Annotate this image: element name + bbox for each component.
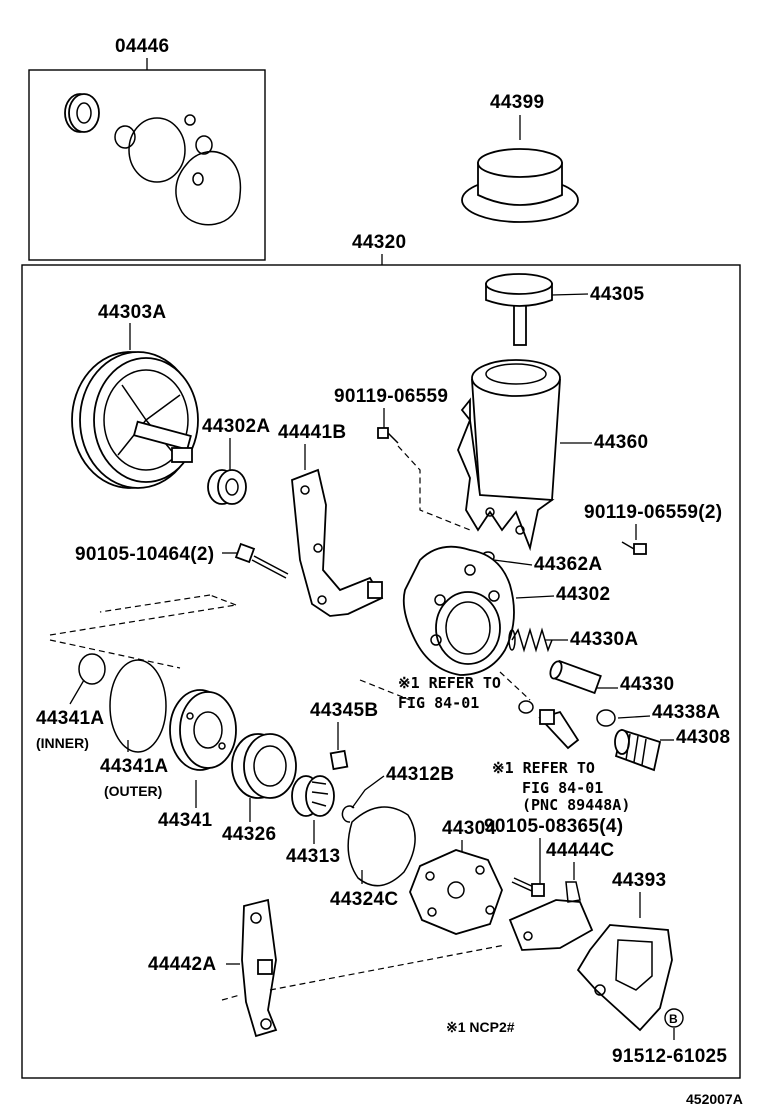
stay-icon (576, 924, 673, 1032)
plate-341-icon (169, 689, 237, 771)
label-bolt-right: 90119-06559(2) (584, 502, 722, 523)
label-gasket: 44324C (330, 889, 398, 910)
svg-text:(PNC 89448A): (PNC 89448A) (522, 796, 630, 814)
clip-icon (508, 881, 594, 951)
reservoir-cap-icon (485, 273, 553, 346)
rotor-icon (291, 775, 335, 817)
label-spring: 44330A (570, 629, 638, 650)
svg-text:※1 REFER TO: ※1 REFER TO (492, 759, 595, 777)
refer-note-1: ※1 REFER TO FIG 84-01 (398, 674, 501, 712)
diagram-code: 452007A (686, 1091, 743, 1107)
pin-icon (329, 749, 349, 771)
oring-338-icon (596, 709, 616, 727)
label-oring-inner-sub: (INNER) (36, 735, 89, 751)
label-oring-outer-sub: (OUTER) (104, 783, 162, 799)
label-pump-assy: 44320 (352, 232, 406, 253)
label-bracket-lower: 44442A (148, 954, 216, 975)
spring-icon (508, 627, 553, 653)
label-rotor: 44313 (286, 846, 340, 867)
label-oring-inner: 44341A (36, 708, 104, 729)
ring-326-icon (231, 733, 297, 799)
label-oring-338: 44338A (652, 702, 720, 723)
label-fitting: 44308 (676, 727, 730, 748)
pulley-icon (71, 351, 199, 489)
label-bolt-left: 90105-10464(2) (75, 544, 214, 565)
oring-outer-icon (109, 659, 167, 753)
label-clip: 44444C (546, 840, 614, 861)
housing-icon (402, 545, 515, 676)
label-stay: 44393 (612, 870, 666, 891)
label-bracket-upper: 44441B (278, 422, 346, 443)
label-reservoir-cap: 44305 (590, 284, 644, 305)
label-oring-362: 44362A (534, 554, 602, 575)
label-kit: 04446 (115, 36, 169, 57)
bracket-lower-icon (241, 898, 278, 1038)
label-ring: 44326 (222, 824, 276, 845)
label-bolt-cover: 90105-08365(4) (484, 816, 623, 837)
bearing-icon (207, 469, 247, 505)
label-snap-ring: 44312B (386, 764, 454, 785)
valve-icon (549, 659, 602, 695)
label-housing: 44302 (556, 584, 610, 605)
gasket-icon (347, 806, 416, 887)
ncp-note: ※1 NCP2# (446, 1019, 515, 1035)
refer-note-2: ※1 REFER TO FIG 84-01 (PNC 89448A) (492, 759, 630, 814)
cap-cover-icon (461, 148, 579, 223)
svg-text:FIG 84-01: FIG 84-01 (522, 779, 603, 797)
bolt-left-icon (234, 542, 289, 579)
svg-text:※1 REFER TO: ※1 REFER TO (398, 674, 501, 692)
label-bearing: 44302A (202, 416, 270, 437)
bolt-top-icon (377, 427, 399, 444)
sensor-oring-icon (518, 700, 534, 714)
snap-ring-icon (341, 805, 355, 823)
label-reservoir: 44360 (594, 432, 648, 453)
label-valve: 44330 (620, 674, 674, 695)
fitting-icon (614, 728, 662, 772)
label-bolt-bottom: 91512-61025 (612, 1046, 727, 1067)
label-bolt-top: 90119-06559 (334, 386, 448, 407)
bracket-upper-icon (291, 468, 384, 617)
sensor-icon (538, 709, 580, 750)
kit-orings-icon (114, 114, 242, 226)
label-cover-plate: 44304 (442, 818, 496, 839)
label-cap-cover: 44399 (490, 92, 544, 113)
kit-seal-icon (64, 93, 100, 133)
label-oring-outer: 44341A (100, 756, 168, 777)
label-pulley: 44303A (98, 302, 166, 323)
bolt-cover-icon (511, 877, 545, 897)
svg-text:FIG 84-01: FIG 84-01 (398, 694, 479, 712)
kit-box (28, 69, 266, 261)
pump-assy-box (21, 264, 741, 1079)
b-marker-icon: B (664, 1008, 684, 1028)
reservoir-icon (457, 359, 561, 552)
oring-inner-icon (78, 653, 106, 685)
label-plate: 44341 (158, 810, 212, 831)
bolt-right-icon (621, 541, 647, 555)
cover-plate-icon (409, 849, 503, 935)
label-pin: 44345B (310, 700, 378, 721)
svg-text:B: B (669, 1012, 678, 1026)
